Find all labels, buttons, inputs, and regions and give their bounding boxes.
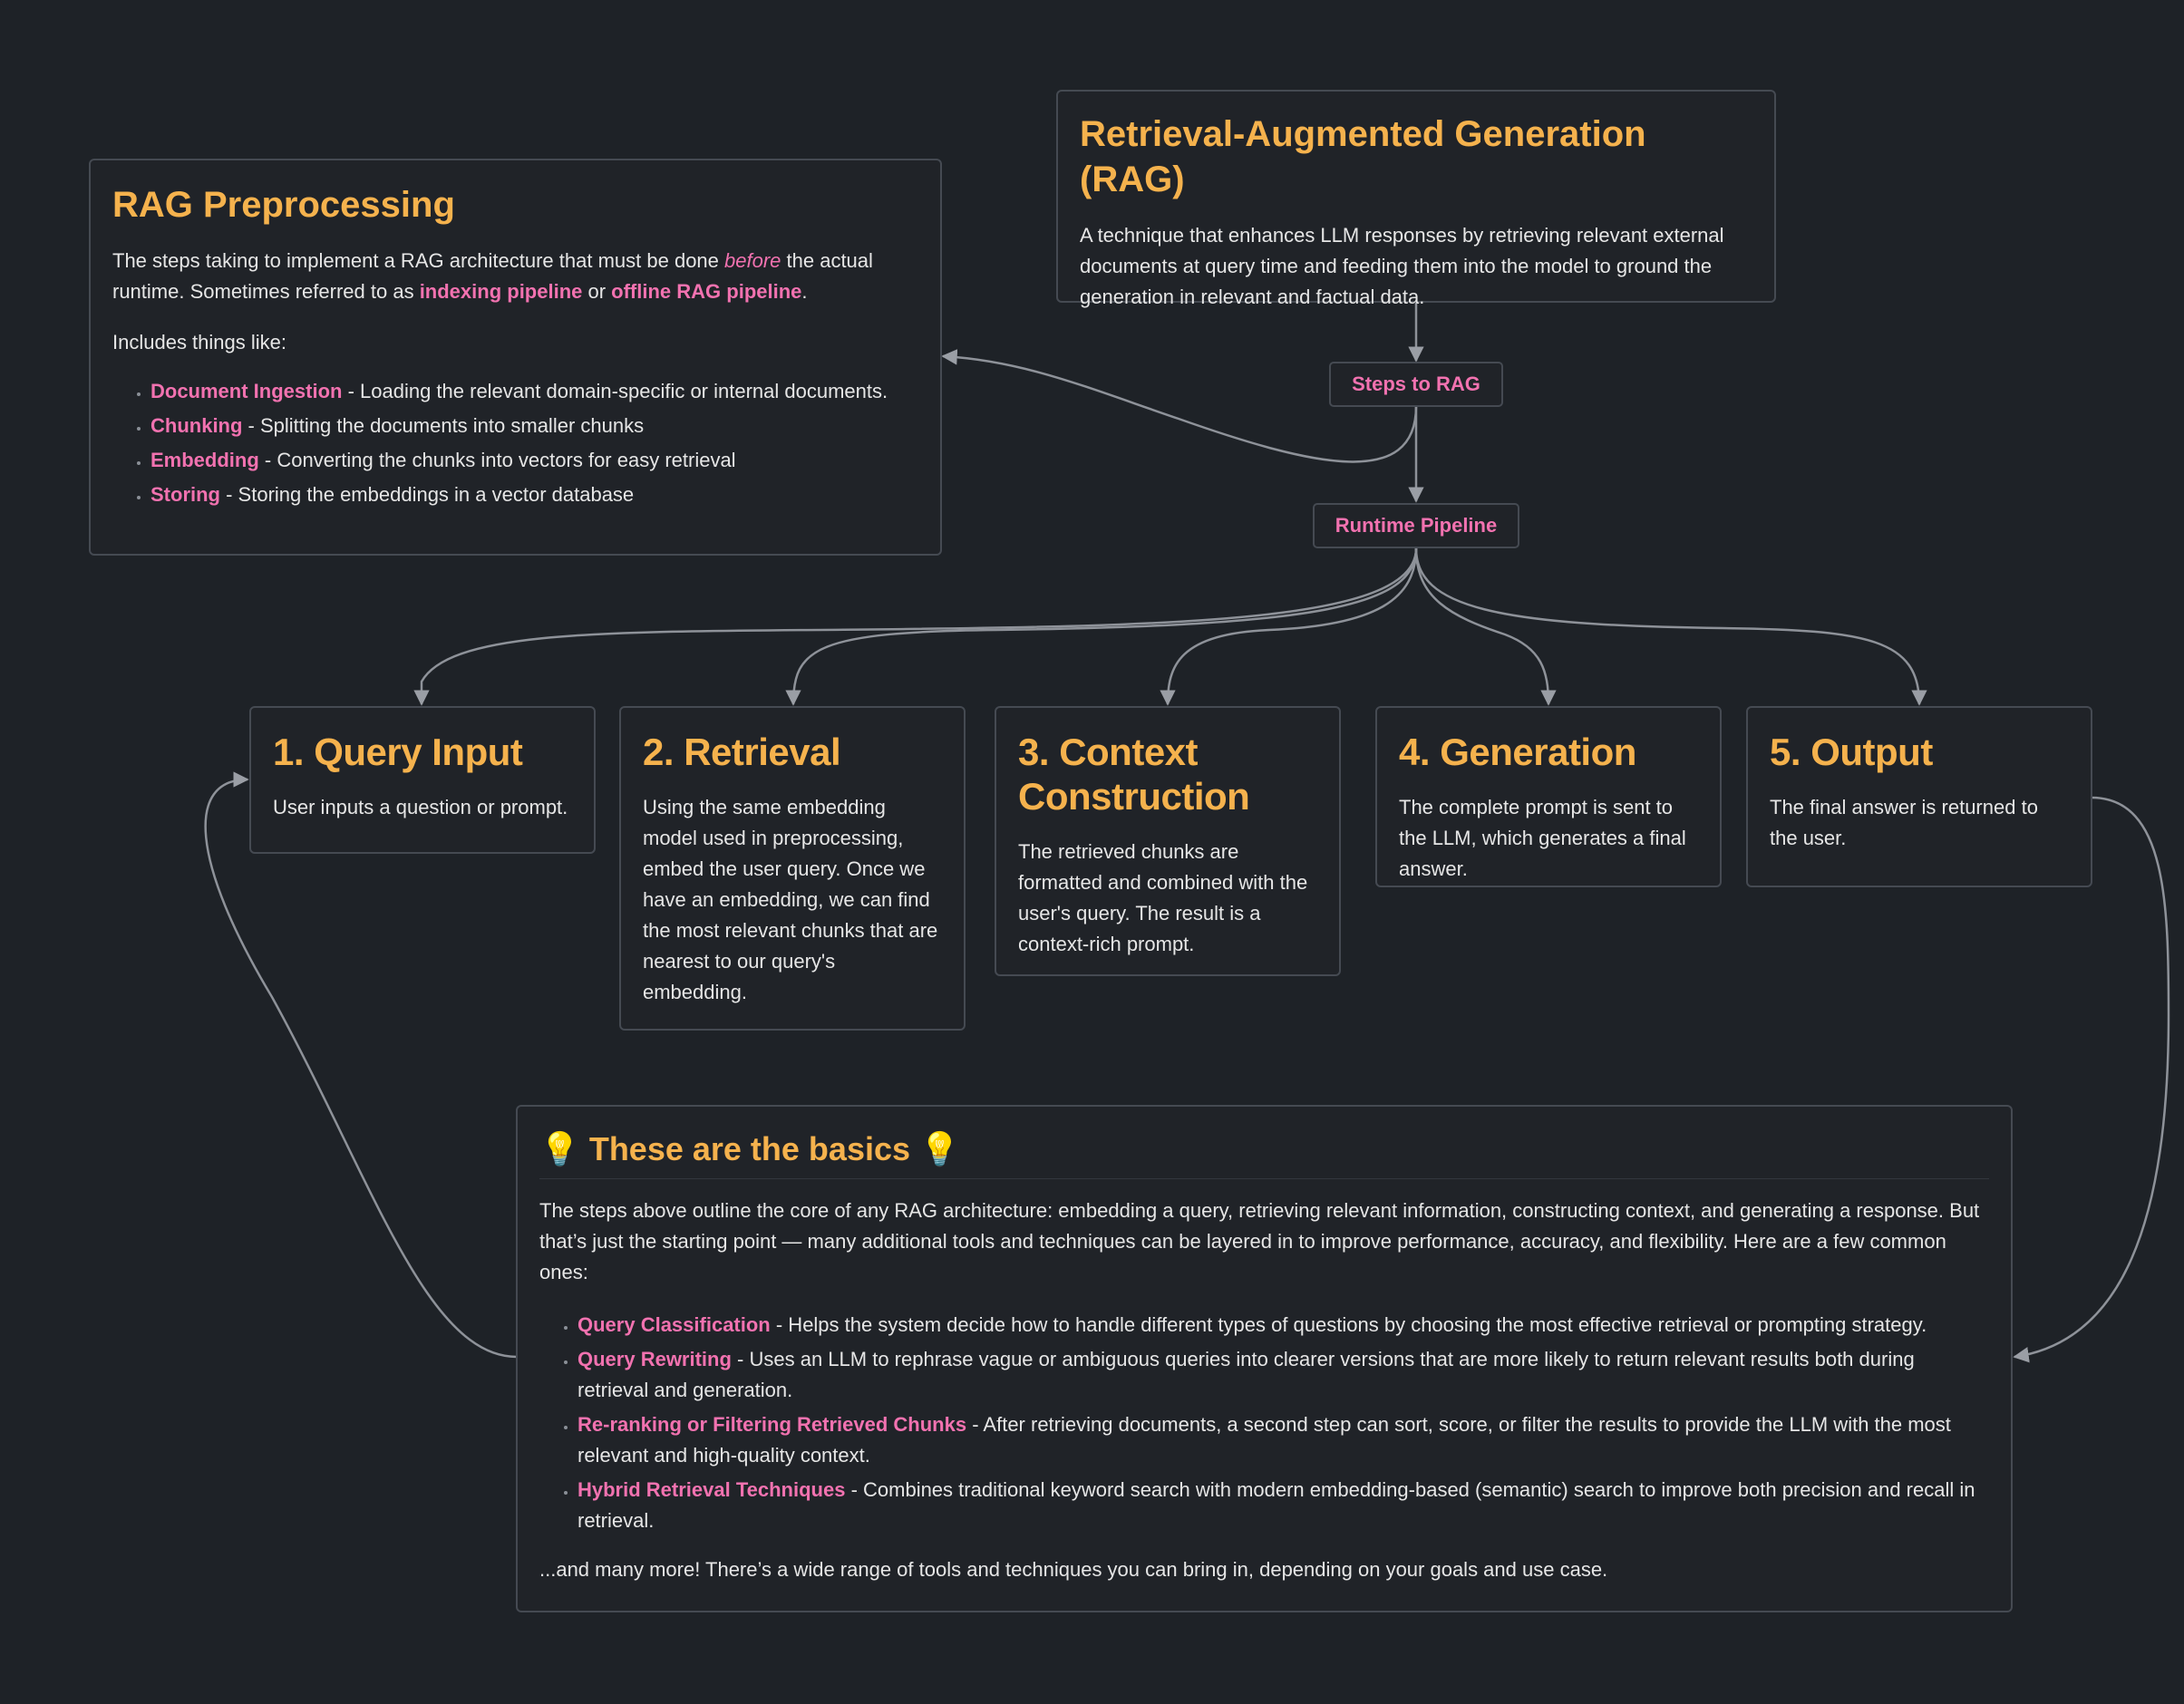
item-term: Query Rewriting — [578, 1348, 732, 1370]
preprocessing-list: Document Ingestion - Loading the relevan… — [112, 376, 918, 510]
edge-runtime-to-step3 — [1160, 547, 1418, 706]
item-term: Embedding — [150, 449, 259, 471]
list-item: Re-ranking or Filtering Retrieved Chunks… — [578, 1409, 1989, 1471]
step-desc: The final answer is returned to the user… — [1770, 796, 2038, 849]
step-title: 3. Context Construction — [1018, 731, 1250, 818]
term-indexing-pipeline: indexing pipeline — [419, 280, 583, 303]
item-desc: - Uses an LLM to rephrase vague or ambig… — [578, 1348, 1915, 1401]
step-title: 1. Query Input — [273, 731, 523, 773]
step-title: 2. Retrieval — [643, 731, 841, 773]
item-term: Hybrid Retrieval Techniques — [578, 1478, 846, 1501]
list-item: Hybrid Retrieval Techniques - Combines t… — [578, 1475, 1989, 1536]
runtime-pipeline-node: Runtime Pipeline — [1313, 503, 1519, 548]
item-desc: - After retrieving documents, a second s… — [578, 1413, 1951, 1467]
step-context-construction: 3. Context Construction The retrieved ch… — [995, 706, 1341, 976]
step-desc: Using the same embedding model used in p… — [643, 796, 938, 1003]
item-term: Storing — [150, 483, 220, 506]
item-desc: - Loading the relevant domain-specific o… — [342, 380, 888, 402]
step-title: 4. Generation — [1399, 731, 1636, 773]
preprocessing-title: RAG Preprocessing — [112, 185, 455, 225]
intro-emphasis: before — [724, 249, 781, 272]
step-generation: 4. Generation The complete prompt is sen… — [1375, 706, 1722, 887]
edge-runtime-to-step5 — [1414, 547, 1927, 706]
edge-runtime-to-step4 — [1414, 547, 1557, 706]
step-query-input: 1. Query Input User inputs a question or… — [249, 706, 596, 854]
intro-end: . — [801, 280, 808, 303]
preprocessing-card: RAG Preprocessing The steps taking to im… — [89, 159, 942, 556]
step-desc: The retrieved chunks are formatted and c… — [1018, 840, 1308, 955]
term-offline-pipeline: offline RAG pipeline — [611, 280, 802, 303]
preprocessing-intro: The steps taking to implement a RAG arch… — [112, 246, 918, 307]
edge-step5-to-basics — [2013, 796, 2170, 1363]
basics-list: Query Classification - Helps the system … — [539, 1310, 1989, 1536]
intro-text-b: the actual runtime. Sometimes referred t… — [112, 249, 873, 303]
edge-basics-to-step1 — [204, 771, 518, 1359]
basics-outro: ...and many more! There’s a wide range o… — [539, 1558, 1608, 1581]
list-item: Storing - Storing the embeddings in a ve… — [150, 479, 918, 510]
item-term: Re-ranking or Filtering Retrieved Chunks — [578, 1413, 967, 1436]
rag-title: Retrieval-Augmented Generation (RAG) — [1080, 114, 1646, 199]
intro-text-a: The steps taking to implement a RAG arch… — [112, 249, 725, 272]
basics-card: 💡 These are the basics 💡 The steps above… — [516, 1105, 2013, 1612]
basics-title: 💡 These are the basics 💡 — [539, 1128, 1989, 1179]
item-desc: - Converting the chunks into vectors for… — [258, 449, 736, 471]
item-term: Chunking — [150, 414, 243, 437]
step-output: 5. Output The final answer is returned t… — [1746, 706, 2092, 887]
list-item: Query Classification - Helps the system … — [578, 1310, 1989, 1341]
item-desc: - Splitting the documents into smaller c… — [242, 414, 645, 437]
step-desc: User inputs a question or prompt. — [273, 796, 568, 818]
includes-label: Includes things like: — [112, 331, 286, 353]
edge-runtime-to-step1 — [413, 547, 1418, 706]
list-item: Query Rewriting - Uses an LLM to rephras… — [578, 1344, 1989, 1406]
intro-or: or — [582, 280, 612, 303]
item-desc: - Helps the system decide how to handle … — [770, 1313, 1927, 1336]
rag-description: A technique that enhances LLM responses … — [1080, 224, 1724, 308]
steps-to-rag-node: Steps to RAG — [1329, 362, 1503, 407]
item-desc: - Combines traditional keyword search wi… — [578, 1478, 1975, 1532]
edge-runtime-to-step2 — [785, 547, 1418, 706]
item-desc: - Storing the embeddings in a vector dat… — [220, 483, 635, 506]
item-term: Document Ingestion — [150, 380, 343, 402]
rag-definition-card: Retrieval-Augmented Generation (RAG) A t… — [1056, 90, 1776, 308]
basics-intro: The steps above outline the core of any … — [539, 1199, 1980, 1283]
list-item: Chunking - Splitting the documents into … — [150, 411, 918, 441]
step-retrieval: 2. Retrieval Using the same embedding mo… — [619, 706, 966, 1031]
list-item: Document Ingestion - Loading the relevan… — [150, 376, 918, 407]
step-desc: The complete prompt is sent to the LLM, … — [1399, 796, 1686, 880]
item-term: Query Classification — [578, 1313, 771, 1336]
list-item: Embedding - Converting the chunks into v… — [150, 445, 918, 476]
edge-steps-to-preprocessing — [941, 349, 1418, 463]
step-title: 5. Output — [1770, 731, 1933, 773]
